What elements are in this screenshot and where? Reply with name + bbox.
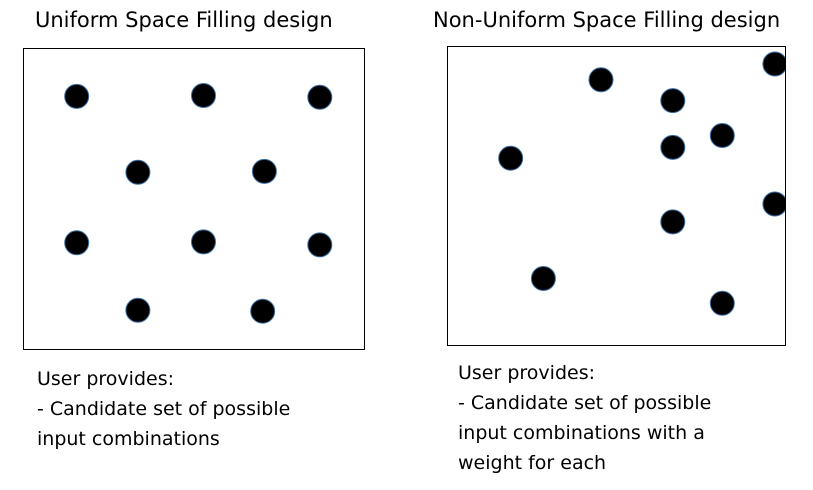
design-point	[64, 230, 90, 256]
caption-line: input combinations	[37, 428, 220, 450]
design-point	[250, 298, 276, 324]
non-uniform-design-plot	[447, 46, 786, 346]
caption-line: - Candidate set of possible	[37, 398, 291, 420]
uniform-design-plot	[23, 48, 365, 350]
design-point	[191, 83, 216, 108]
uniform-design-title: Uniform Space Filling design	[35, 8, 333, 32]
uniform-design-points	[64, 83, 333, 324]
design-point	[762, 191, 785, 217]
non-uniform-design-title: Non-Uniform Space Filling design	[433, 8, 781, 32]
design-point	[709, 290, 735, 316]
design-point	[125, 297, 151, 323]
design-point	[307, 84, 333, 110]
caption-line: - Candidate set of possible	[458, 392, 712, 414]
caption-line: User provides:	[37, 368, 174, 390]
design-point	[709, 123, 735, 148]
design-point	[660, 88, 686, 114]
design-point	[307, 232, 333, 258]
design-point	[762, 51, 785, 77]
caption-line: input combinations with a	[458, 422, 705, 444]
design-point	[191, 229, 216, 255]
non-uniform-design-points	[498, 51, 785, 316]
design-point	[125, 159, 151, 185]
design-point	[251, 158, 277, 184]
caption-line: weight for each	[458, 452, 607, 474]
design-point	[660, 134, 686, 160]
non-uniform-design-caption: User provides: - Candidate set of possib…	[458, 358, 711, 478]
design-point	[64, 83, 90, 109]
uniform-design-caption: User provides: - Candidate set of possib…	[37, 364, 290, 454]
design-point	[498, 145, 524, 171]
design-point	[660, 209, 686, 235]
caption-line: User provides:	[458, 362, 595, 384]
design-point	[588, 67, 614, 93]
design-point	[530, 266, 556, 291]
